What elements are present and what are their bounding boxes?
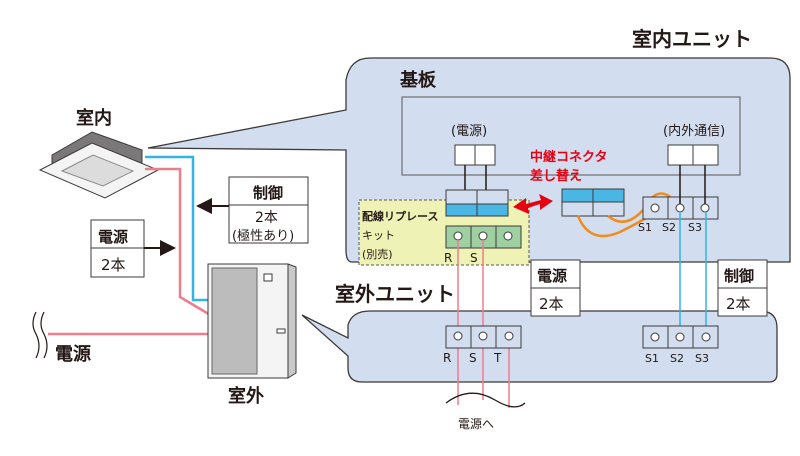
outdoor-power-terminal bbox=[445, 325, 522, 349]
kit-label-line2: キット bbox=[362, 229, 395, 242]
power-connector bbox=[454, 144, 496, 166]
outdoor-label: 室外 bbox=[228, 385, 264, 407]
outdoor-terminal-t: T bbox=[493, 351, 502, 365]
power-left-value: 2本 bbox=[101, 256, 126, 274]
control-right-box bbox=[717, 259, 768, 317]
to-power-label: 電源へ bbox=[458, 417, 494, 431]
kit-label-line1: 配線リプレース bbox=[362, 209, 438, 223]
control-left-line1: 2本 bbox=[255, 210, 278, 226]
outdoor-terminal-s3: S3 bbox=[695, 352, 709, 365]
swap-arrow bbox=[513, 194, 553, 214]
outdoor-signal-terminal bbox=[642, 325, 719, 349]
power-mid-value: 2本 bbox=[539, 295, 564, 313]
indoor-terminal-s2: S2 bbox=[662, 221, 676, 234]
power-mid-title: 電源 bbox=[537, 267, 567, 285]
power-mid-box bbox=[530, 259, 581, 317]
power-left-title: 電源 bbox=[98, 228, 128, 246]
indoor-control-cable bbox=[145, 155, 215, 302]
comm-connector bbox=[667, 144, 719, 166]
indoor-cassette-unit bbox=[38, 131, 160, 199]
relay-note-line1: 中継コネクタ bbox=[530, 149, 607, 165]
indoor-label: 室内 bbox=[76, 107, 112, 129]
outdoor-unit-title: 室外ユニット bbox=[335, 282, 455, 306]
kit-terminal-r: R bbox=[444, 251, 452, 265]
cut-line bbox=[445, 392, 526, 408]
control-left-box bbox=[228, 176, 309, 244]
power-connector-label: (電源) bbox=[451, 124, 487, 139]
control-left-line2: (極性あり) bbox=[232, 228, 294, 244]
indoor-terminal-s3: S3 bbox=[688, 221, 702, 234]
control-right-title: 制御 bbox=[724, 267, 754, 285]
outdoor-terminal-s: S bbox=[469, 351, 477, 365]
indoor-power-cable bbox=[145, 167, 213, 318]
power-source-label: 電源 bbox=[55, 343, 91, 365]
comm-connector-label: (内外通信) bbox=[663, 123, 725, 139]
outdoor-terminal-s1: S1 bbox=[645, 352, 659, 365]
indoor-unit-title: 室内ユニット bbox=[632, 27, 752, 51]
relay-connector-right bbox=[561, 188, 625, 217]
break-icon bbox=[32, 311, 48, 359]
outdoor-terminal-r: R bbox=[443, 351, 451, 365]
kit-terminal-s: S bbox=[470, 251, 478, 265]
control-right-value: 2本 bbox=[726, 295, 751, 313]
board-outline bbox=[401, 96, 741, 176]
kit-label-line3: (別売) bbox=[362, 248, 393, 261]
relay-connector-left bbox=[445, 189, 509, 217]
kit-terminal-block bbox=[445, 225, 522, 249]
board-label: 基板 bbox=[399, 69, 437, 91]
indoor-terminal-s1: S1 bbox=[638, 221, 652, 234]
control-left-title: 制御 bbox=[253, 184, 283, 202]
relay-note-line2: 差し替え bbox=[530, 168, 582, 184]
power-left-box bbox=[90, 219, 145, 278]
outdoor-terminal-s2: S2 bbox=[670, 352, 684, 365]
outdoor-unit bbox=[207, 263, 297, 379]
